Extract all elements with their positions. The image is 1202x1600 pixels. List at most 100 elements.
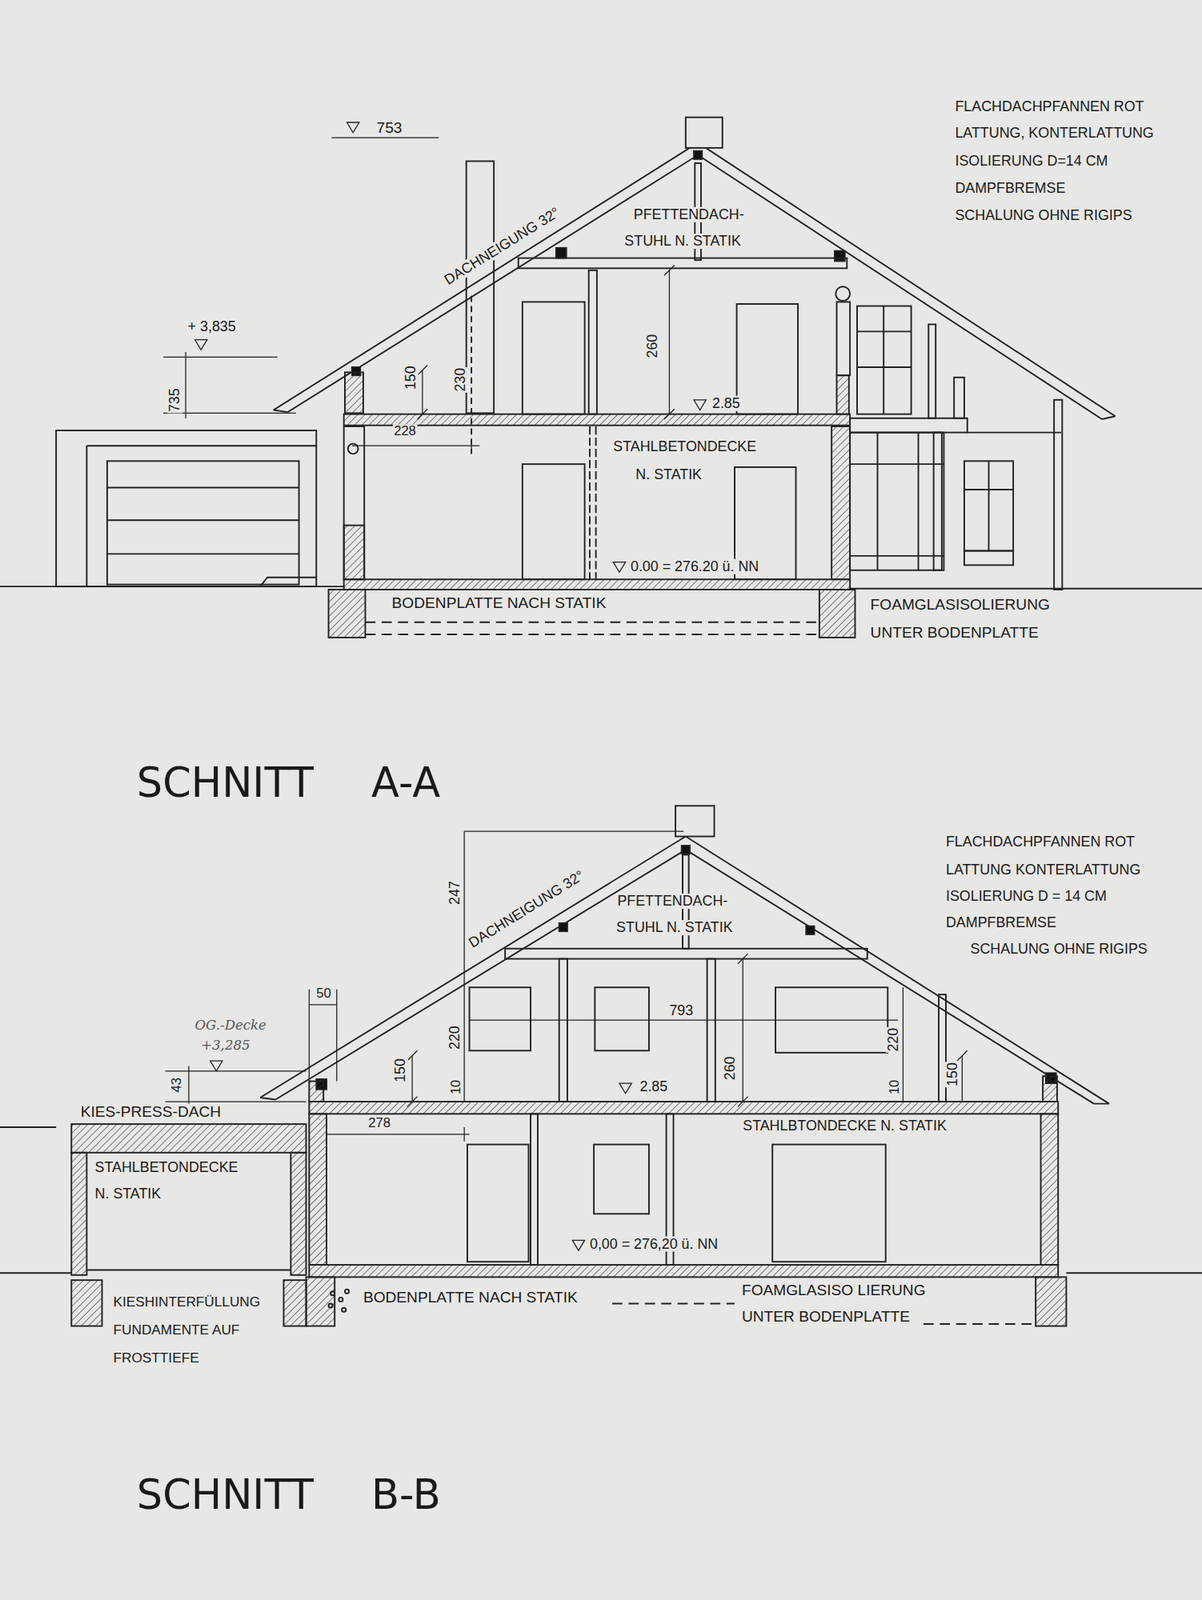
garage [71,1124,349,1327]
section-title: SCHNITT A-A [136,760,442,806]
dimension-lines [464,1127,465,1142]
dimension-lines [195,340,208,351]
chimney [675,805,714,837]
walls [835,286,850,301]
dimension-lines [308,1004,337,1006]
material-note: LATTUNG KONTERLATTUNG [945,861,1142,878]
garage [85,445,88,587]
balcony-and-glazing [857,330,912,333]
dimension-lines [416,364,428,376]
balcony-and-glazing [967,432,1062,434]
dimension: 260 [645,332,662,359]
garage [56,430,317,587]
structure-note: STAHLBTONDECKE N. STATIK [741,1117,948,1134]
walls [306,959,1067,1327]
windows-doors [467,1145,529,1263]
walls [344,525,365,581]
walls [344,579,850,590]
balcony-and-glazing [857,366,912,369]
roof-pitch: DACHNEIGUNG 32° [440,204,564,289]
section-title: SCHNITT B-B [136,1472,442,1518]
structure-note: STUHL N. STATIK [623,233,742,250]
dimension-lines [737,1097,749,1108]
dimension-lines [163,122,706,573]
roof [504,949,868,960]
dimension: 220 [885,1027,902,1054]
walls [1042,1076,1058,1102]
garage [56,430,317,587]
dimension-lines [464,831,465,1102]
balcony-and-glazing [964,488,1014,491]
dimension: 10 [887,1078,902,1096]
dimension: 220 [446,1025,463,1051]
balcony-and-glazing [933,432,942,571]
dimension-lines [902,987,904,1102]
doors [522,301,585,414]
dimension-lines [352,445,480,447]
dimension-lines [336,989,337,1082]
level-mark: 753 [375,119,403,137]
balcony-and-glazing [964,460,1014,551]
dimension-lines [210,1061,223,1072]
dimension-lines [737,953,749,965]
section-a [0,117,1202,638]
roof-pitch: DACHNEIGUNG 32° [464,867,588,953]
walls [559,959,568,1103]
material-note: FLACHDACHPFANNEN ROT [945,834,1137,851]
walls [588,270,597,415]
doors [737,304,799,415]
windows-doors [594,987,650,1051]
walls [364,633,819,636]
roof [805,926,814,935]
dimension-lines [308,989,310,1082]
walls [344,426,365,580]
structure-note: STAHLBETONDECKE [93,1160,239,1177]
dimension: 150 [945,1061,962,1088]
dimension-lines [693,400,706,411]
roof [559,923,568,932]
windows-doors [772,1145,886,1263]
garage [341,1308,346,1313]
dimension: 150 [392,1057,409,1084]
balcony-and-glazing [849,306,1062,590]
garage [344,1290,349,1295]
roof [681,845,690,854]
material-note: SCHALUNG OHNE RIGIPS [969,941,1149,958]
garage [338,1298,343,1303]
balcony-and-glazing [849,555,944,557]
dimension-lines [572,1240,585,1251]
dimension-lines [411,1056,413,1102]
ground-line [1065,1272,1202,1275]
dimension-lines [613,562,626,573]
dimension-lines [165,1070,307,1072]
chimney [466,117,723,455]
dimension-lines [347,122,360,133]
garage [283,1280,306,1327]
dimension-lines [470,438,472,453]
windows-doors [469,987,532,1051]
garage [328,1304,333,1309]
dimension-lines [407,1050,418,1062]
chimney [685,117,723,149]
walls [831,426,850,580]
dimension: 278 [367,1116,392,1131]
dimension-lines [421,370,423,415]
material-note: LATTUNG, KONTERLATTUNG [953,125,1155,142]
roof [1101,416,1116,420]
dimension-lines [961,1056,963,1102]
dimension-lines [407,1097,418,1108]
doors [522,301,798,580]
garage [71,1124,306,1154]
structure-note: KIESHINTERFÜLLUNG [112,1295,261,1311]
balcony-and-glazing [849,463,944,465]
material-note: ISOLIERUNG D=14 CM [953,152,1110,169]
material-note: DAMPFBREMSE [953,180,1066,197]
structure-note: UNTER BODENPLATTE [869,624,1040,642]
walls [612,1303,735,1306]
doors [522,464,585,580]
level-mark: 2.85 [638,1079,669,1096]
structure-note: FOAMGLASISOLIERUNG [869,596,1051,614]
walls [837,301,851,376]
walls [344,372,364,413]
dimension: 150 [403,364,420,391]
